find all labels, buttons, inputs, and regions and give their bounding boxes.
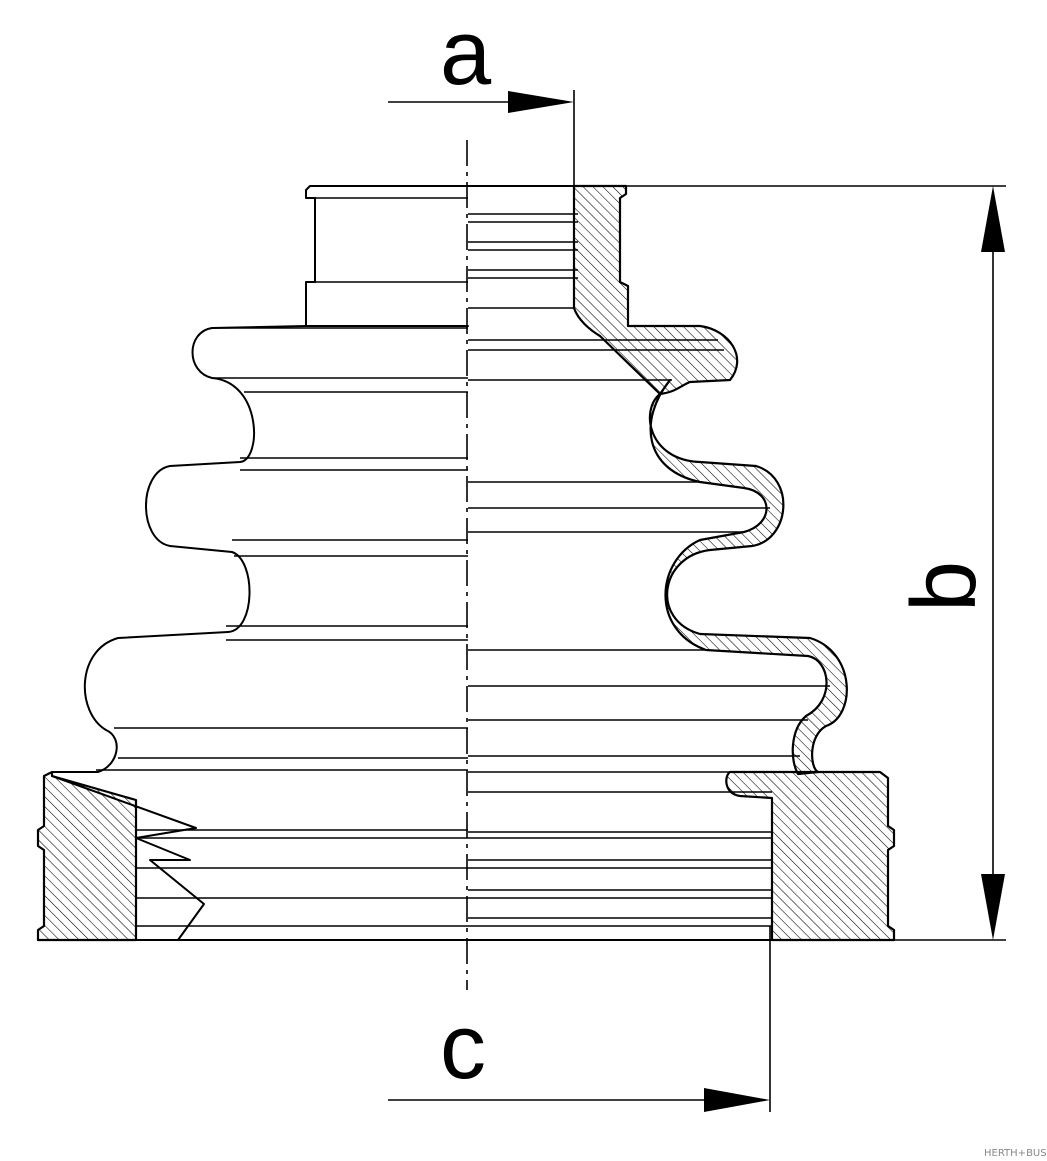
large-collar-left-section [36,770,469,942]
watermark-logo: HERTH+BUSS [984,1148,1047,1159]
small-collar-section [468,184,739,396]
bellows-wall-section [468,339,848,776]
dimension-c-label: c [440,996,486,1098]
dimension-c: c [388,926,771,1112]
boot-exterior-outline [51,185,469,773]
dimension-b: b [626,185,1006,941]
dimension-b-label: b [893,561,995,612]
large-collar-right-section [467,185,896,942]
dimension-a: a [388,2,575,186]
dimension-a-label: a [440,2,492,104]
